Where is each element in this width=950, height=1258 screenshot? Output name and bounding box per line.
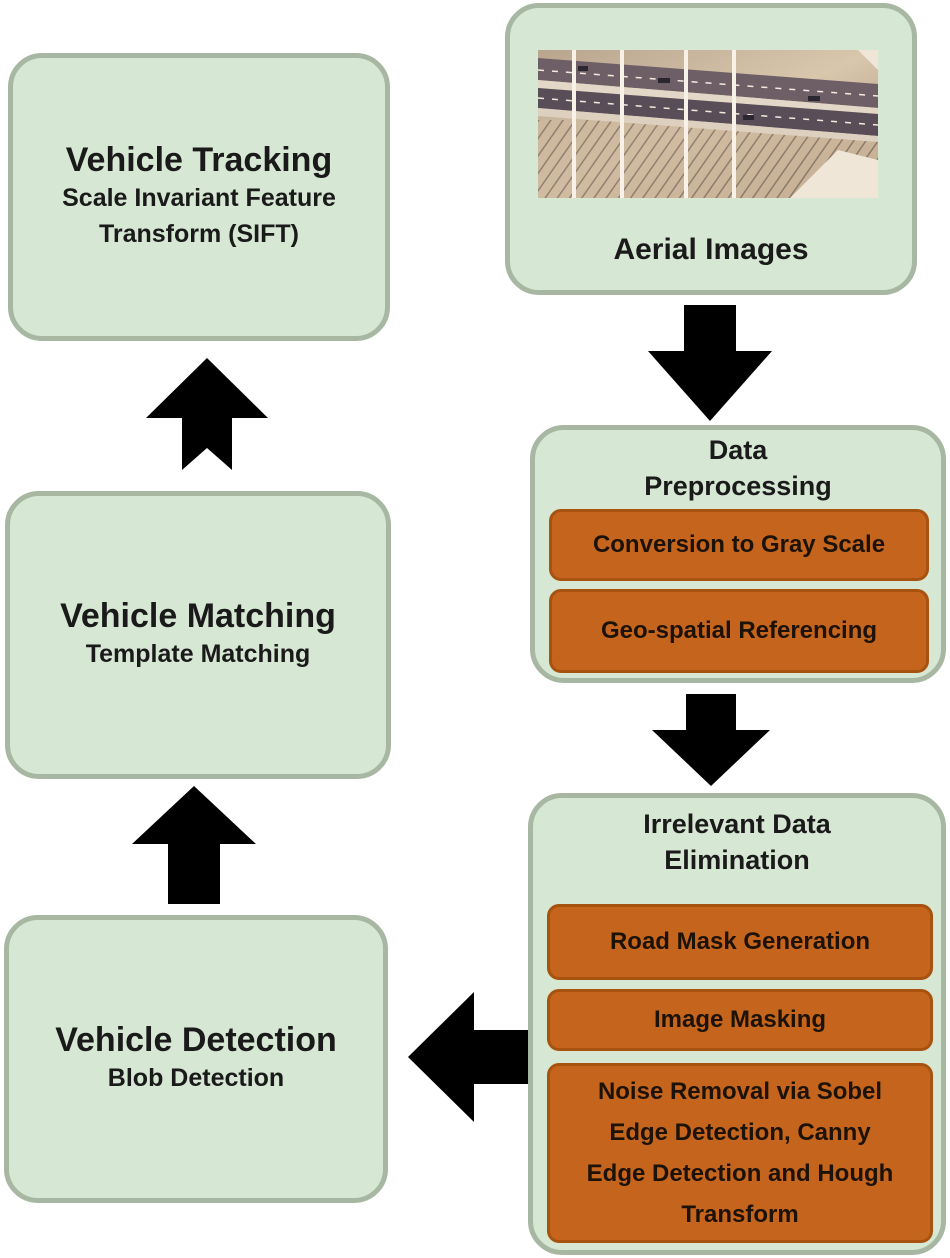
arrow-left-icon — [408, 992, 528, 1122]
vehicle-tracking-title: Vehicle Tracking — [65, 141, 333, 179]
arrow-down-icon — [652, 694, 770, 786]
aerial-image-thumbnail — [538, 50, 878, 198]
noise-removal-line-1: Noise Removal via Sobel — [597, 1078, 883, 1105]
irrelevant-data-elimination-box: Irrelevant Data Elimination Road Mask Ge… — [528, 793, 946, 1255]
noise-removal-line-3: Edge Detection and Hough — [586, 1160, 894, 1187]
vehicle-detection-title: Vehicle Detection — [55, 1021, 337, 1059]
noise-removal-line-4: Transform — [681, 1201, 799, 1228]
aerial-images-box: Aerial Images — [505, 3, 917, 295]
arrow-down-icon — [648, 305, 772, 421]
step-road-mask: Road Mask Generation — [547, 904, 933, 980]
vehicle-detection-subtitle: Blob Detection — [107, 1064, 285, 1092]
noise-removal-line-2: Edge Detection, Canny — [609, 1119, 871, 1146]
vehicle-matching-subtitle: Template Matching — [85, 640, 311, 668]
vehicle-tracking-subtitle-1: Scale Invariant Feature — [62, 184, 336, 212]
arrow-up-icon — [132, 786, 256, 904]
elimination-title-2: Elimination — [664, 845, 810, 875]
step-noise-removal: Noise Removal via Sobel Edge Detection, … — [547, 1063, 933, 1243]
arrow-up-icon — [146, 358, 268, 470]
step-image-masking: Image Masking — [547, 989, 933, 1051]
aerial-images-label: Aerial Images — [613, 233, 809, 266]
elimination-title-1: Irrelevant Data — [643, 809, 831, 839]
aerial-photo-icon — [538, 50, 878, 198]
step-gray-scale: Conversion to Gray Scale — [549, 509, 929, 581]
vehicle-tracking-subtitle-2: Transform (SIFT) — [98, 220, 299, 248]
data-preprocessing-box: Data Preprocessing Conversion to Gray Sc… — [530, 425, 946, 683]
vehicle-matching-title: Vehicle Matching — [60, 597, 336, 635]
data-preprocessing-title-2: Preprocessing — [644, 471, 832, 501]
vehicle-detection-box: Vehicle Detection Blob Detection — [4, 915, 388, 1203]
vehicle-matching-box: Vehicle Matching Template Matching — [5, 491, 391, 779]
data-preprocessing-title-1: Data — [708, 435, 768, 465]
vehicle-tracking-box: Vehicle Tracking Scale Invariant Feature… — [8, 53, 390, 341]
step-geo-referencing: Geo-spatial Referencing — [549, 589, 929, 673]
